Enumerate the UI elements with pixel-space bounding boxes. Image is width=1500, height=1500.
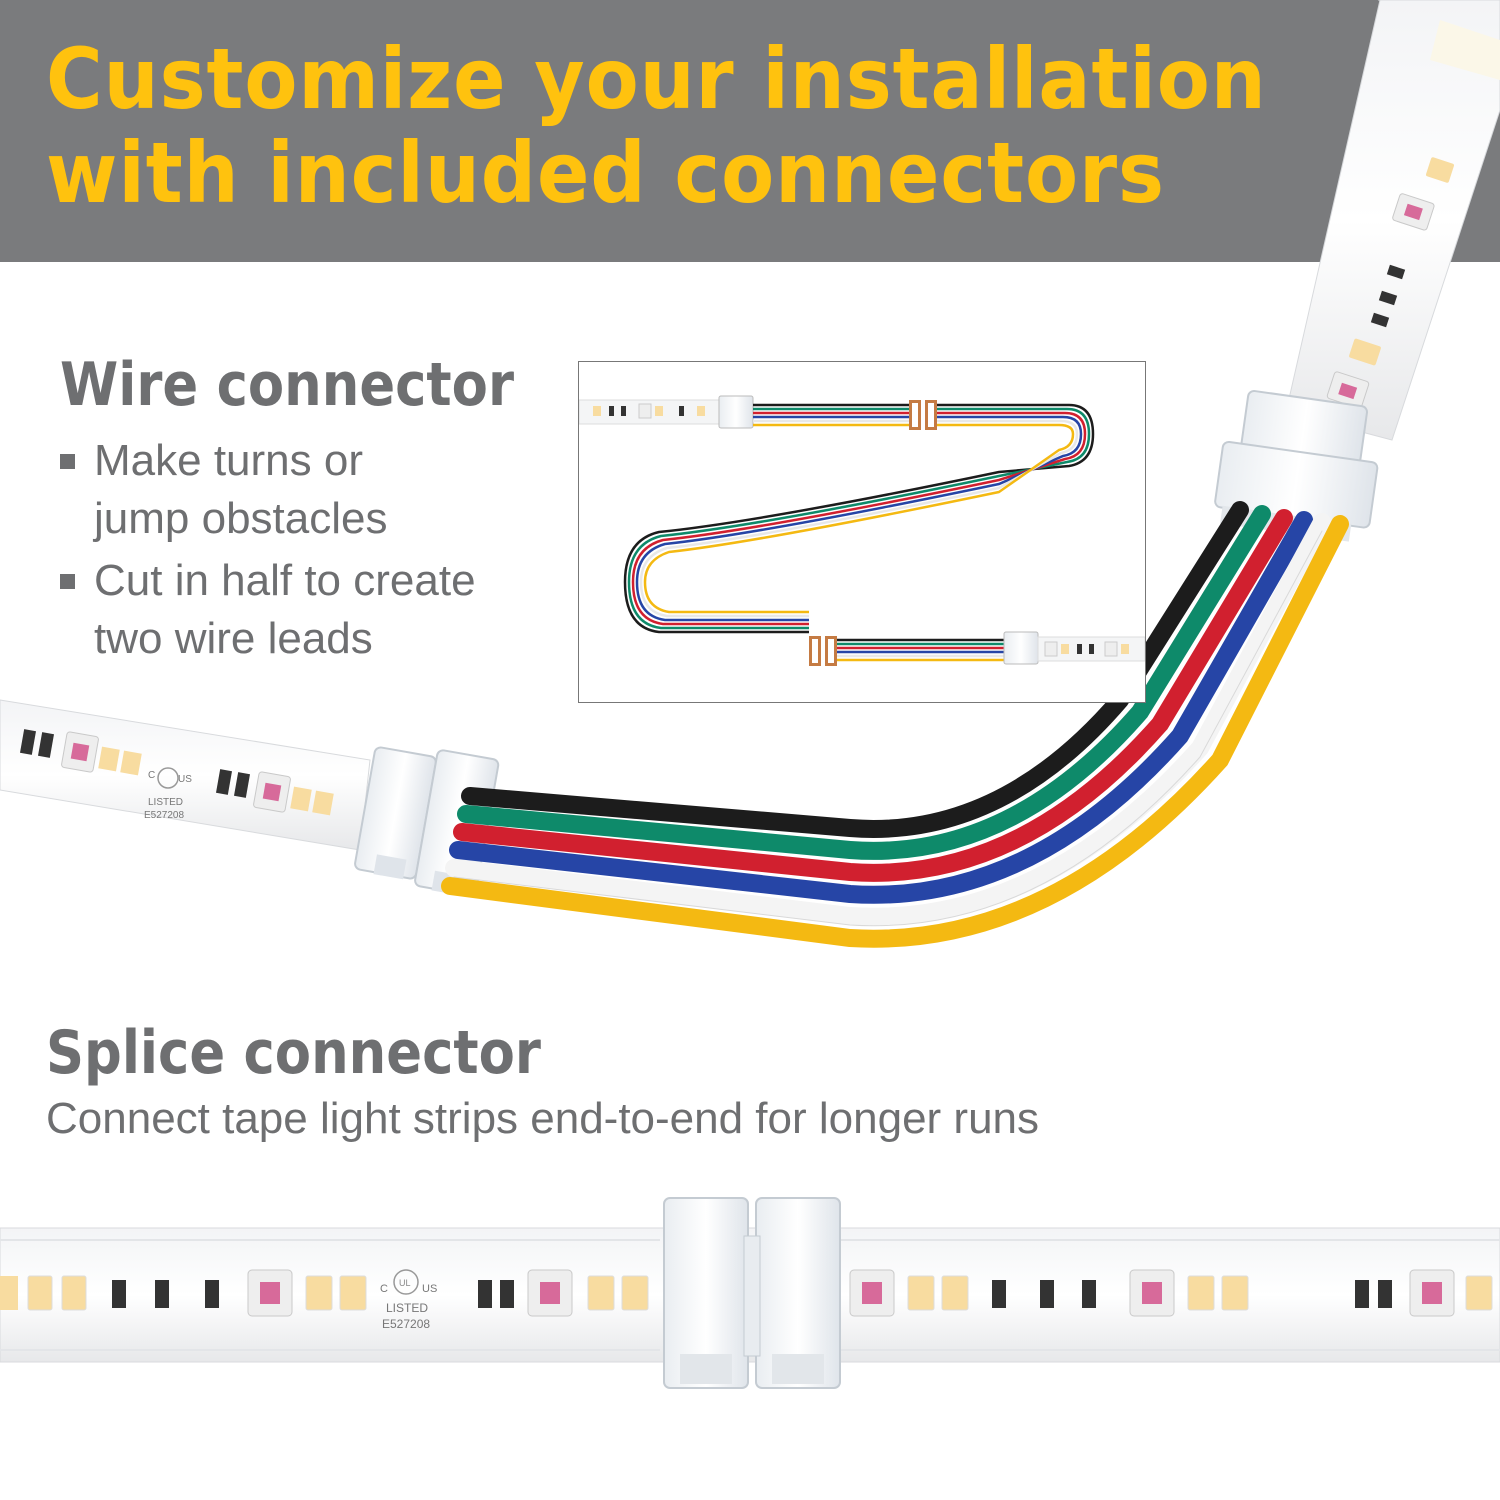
bullet-item: Make turns or jump obstacles xyxy=(60,432,476,548)
left-strip-listed: LISTED xyxy=(148,797,183,808)
left-strip-c-mark: C xyxy=(148,770,155,781)
diagonal-led-strip xyxy=(1285,0,1500,441)
bullet-item: Cut in half to create two wire leads xyxy=(60,552,476,668)
title-line-2: with included connectors xyxy=(46,124,1165,222)
splice-strip-file-number: E527208 xyxy=(382,1317,430,1331)
bullet-line: two wire leads xyxy=(94,614,373,663)
bullet-line: jump obstacles xyxy=(94,494,388,543)
left-strip-us-mark: US xyxy=(178,774,192,785)
splice-connector-title: Splice connector xyxy=(46,1018,541,1088)
bullet-line: Make turns or xyxy=(94,436,363,485)
wire-connector-title: Wire connector xyxy=(60,350,514,420)
bullet-square-icon xyxy=(60,454,75,469)
splice-strip-us-mark: US xyxy=(422,1283,437,1295)
splice-connector-description: Connect tape light strips end-to-end for… xyxy=(46,1094,1040,1143)
splice-connector-clip xyxy=(663,1197,841,1389)
bullet-square-icon xyxy=(60,574,75,589)
bent-wire-cable xyxy=(441,501,1349,948)
left-led-strip: C US LISTED E527208 xyxy=(0,699,371,851)
wire-connector-inset-diagram xyxy=(578,361,1146,703)
splice-strip-c-mark: C xyxy=(380,1283,388,1295)
splice-strip-ul-mark: UL xyxy=(399,1278,411,1288)
wire-connector-bullets: Make turns or jump obstacles Cut in half… xyxy=(60,432,476,672)
page-title: Customize your installation with include… xyxy=(46,32,1267,220)
inset-wire-illustration xyxy=(578,395,1146,666)
title-line-1: Customize your installation xyxy=(46,30,1267,128)
left-strip-file-number: E527208 xyxy=(144,810,184,821)
splice-strip-listed: LISTED xyxy=(386,1301,428,1315)
header-banner: Customize your installation with include… xyxy=(0,0,1500,262)
bullet-line: Cut in half to create xyxy=(94,556,476,605)
